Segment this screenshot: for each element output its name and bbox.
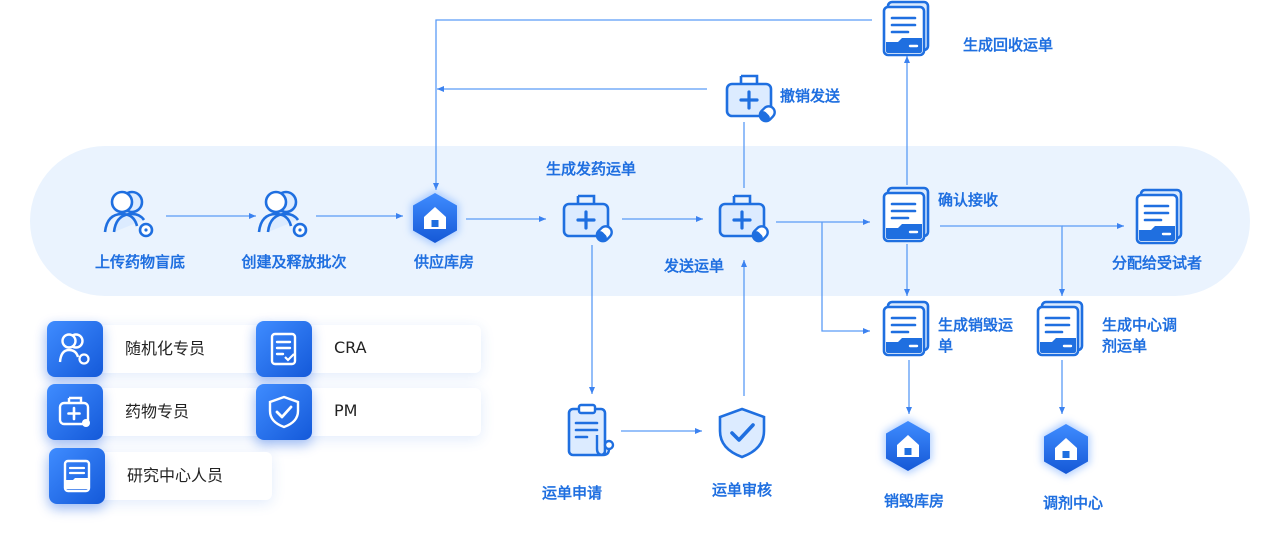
recycle-document-icon	[882, 0, 930, 57]
node-waybill-apply-label: 运单申请	[541, 484, 603, 502]
legend-item: 随机化专员	[47, 321, 270, 377]
connector-lines	[166, 19, 1124, 434]
node-cancel-send-label: 撤销发送	[780, 87, 841, 105]
legend-item: PM	[256, 384, 481, 440]
node-gen-dispatch-label: 生成发药运单	[545, 160, 637, 178]
review-shield-check-icon	[718, 407, 766, 459]
legend-folder-document-icon	[49, 448, 105, 504]
legend-users-gear-icon	[47, 321, 103, 377]
legend-item: 药物专员	[47, 384, 270, 440]
node-supply-warehouse-label: 供应库房	[413, 253, 475, 271]
node-waybill-review-label: 运单审核	[711, 481, 773, 499]
legend-label: CRA	[334, 338, 367, 357]
center-adjust-document-icon	[1036, 300, 1084, 357]
legend-label: 研究中心人员	[127, 466, 224, 485]
apply-clipboard-icon	[567, 403, 615, 457]
legend-label: 随机化专员	[125, 339, 206, 358]
legend-label: PM	[334, 401, 358, 420]
assign-document-icon	[1135, 188, 1183, 245]
main-flow-band	[30, 146, 1250, 296]
adjust-center-icon	[1042, 421, 1090, 477]
destroy-warehouse-icon	[884, 418, 932, 474]
legend-item: 研究中心人员	[49, 448, 272, 504]
legend-shield-check-icon	[256, 384, 312, 440]
node-gen-recycle-label: 生成回收运单	[963, 36, 1054, 54]
cancel-medicine-kit-icon	[725, 74, 779, 126]
node-destroy-warehouse-label: 销毁库房	[883, 492, 945, 510]
node-upload-label: 上传药物盲底	[94, 253, 186, 271]
node-gen-destroy-label: 生成销毁运单	[938, 316, 1014, 355]
node-gen-center-adjust-label: 生成中心调剂运单	[1102, 316, 1178, 355]
destroy-document-icon	[882, 300, 930, 357]
legend-medicine-kit-icon	[47, 384, 103, 440]
legend-label: 药物专员	[125, 402, 190, 421]
node-assign-subject-label: 分配给受试者	[1111, 254, 1203, 272]
legend-item: CRA	[256, 321, 481, 377]
legend-document-check-icon	[256, 321, 312, 377]
node-adjust-center-label: 调剂中心	[1042, 494, 1104, 512]
receive-document-icon	[882, 186, 930, 243]
node-send-label: 发送运单	[663, 257, 725, 275]
node-confirm-receive-label: 确认接收	[938, 191, 999, 209]
node-batch-label: 创建及释放批次	[241, 253, 347, 271]
